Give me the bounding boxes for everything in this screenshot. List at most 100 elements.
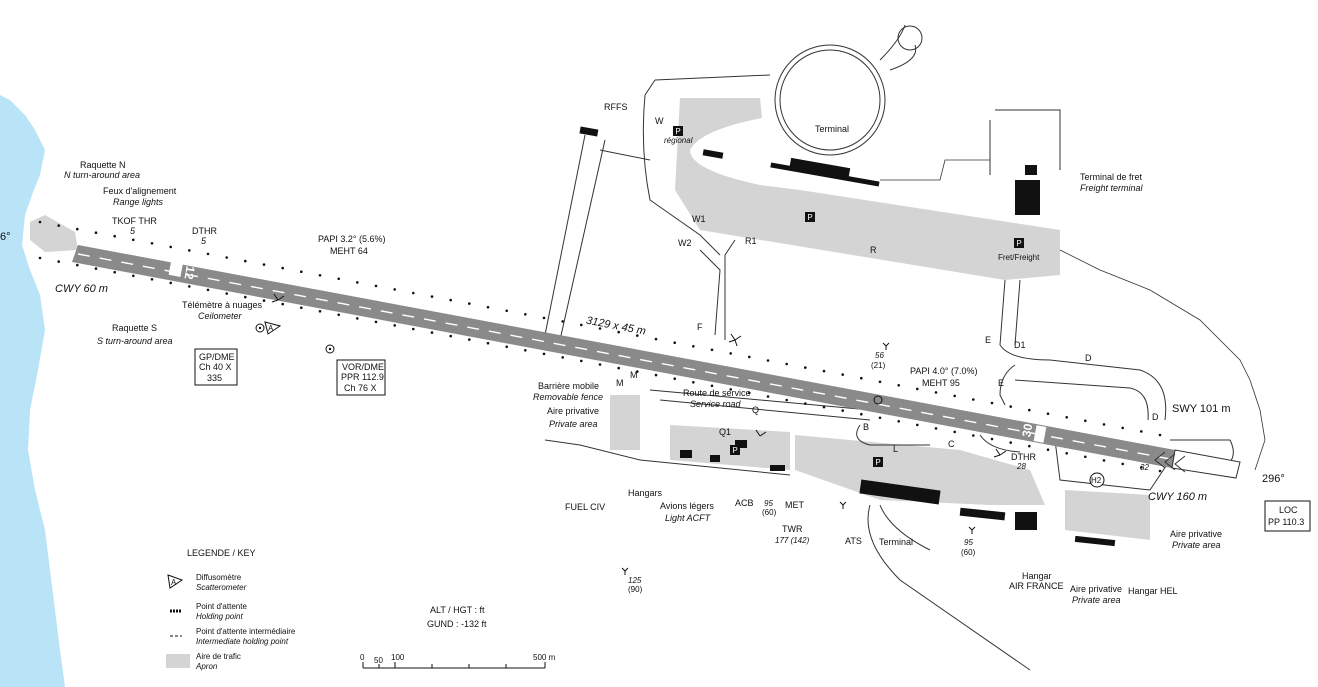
met: MET	[785, 500, 805, 510]
obst-95ab: (60)	[762, 508, 777, 517]
runway-edge-light	[337, 277, 341, 281]
runway-edge-light	[729, 352, 732, 355]
twy-w1: W1	[692, 214, 706, 224]
runway-edge-light	[430, 331, 434, 334]
twr: TWR	[782, 524, 803, 534]
runway-edge-light	[785, 362, 788, 366]
runway-edge-light	[916, 387, 919, 391]
heading-east: 296°	[1262, 473, 1285, 485]
obst-95b-sym	[968, 526, 976, 534]
runway-edge-light	[934, 427, 938, 430]
runway-edge-light	[878, 416, 882, 420]
runway-edge-light	[1102, 459, 1106, 462]
runway-edge-light	[486, 305, 490, 309]
rwy-12: 12	[181, 265, 197, 281]
barriere-en: Removable fence	[533, 392, 603, 402]
runway-edge-light	[860, 376, 863, 380]
runway-edge-light	[225, 292, 228, 295]
svg-text:50: 50	[374, 656, 383, 665]
runway-edge-light	[1046, 412, 1050, 416]
runway-edge-light	[150, 278, 154, 281]
legend-3-fr: Point d'attente intermédiaire	[196, 627, 296, 636]
runway-edge-light	[113, 270, 116, 274]
runway-edge-light	[393, 324, 397, 327]
runway-edge-light	[449, 334, 453, 338]
vor-dme-2: PPR 112.9	[341, 372, 384, 382]
route: Route de service	[683, 388, 751, 398]
east-apron	[1065, 490, 1150, 540]
obst-56-sym	[882, 342, 890, 350]
north-apron	[675, 98, 1060, 280]
cwy-west: CWY 60 m	[55, 283, 108, 295]
svg-text:500 m: 500 m	[533, 653, 556, 662]
raquette-s: Raquette S	[112, 323, 157, 333]
terminal-n: Terminal	[815, 124, 849, 134]
papi-w: PAPI 3.2° (5.6%)	[318, 234, 385, 244]
symbols	[271, 293, 1007, 575]
runway-edge-light	[262, 299, 266, 302]
dthr-w-val: 5	[201, 236, 207, 246]
runway-edge-light	[244, 295, 247, 299]
runway-edge-light	[94, 231, 98, 234]
runway-edge-light	[916, 423, 919, 427]
runway-edge-light	[206, 288, 210, 292]
svg-text:H2: H2	[1091, 476, 1102, 485]
terminal-ring	[774, 44, 886, 156]
sw-apron	[610, 395, 640, 450]
legend-2-en: Holding point	[196, 612, 243, 621]
papi-e-2: MEHT 95	[922, 378, 960, 388]
terminal-pier	[789, 157, 851, 178]
runway-edge-light	[860, 412, 863, 416]
p-ga	[730, 445, 740, 455]
runway-edge-light	[841, 373, 844, 376]
aire-priv-c-en: Private area	[1072, 595, 1121, 605]
gp-dme-1: GP/DME	[199, 352, 235, 362]
main-south-apron	[795, 435, 1045, 505]
runway-edge-light	[1084, 455, 1087, 459]
runway-edge-light	[1121, 462, 1124, 466]
runway-edge-light	[878, 380, 882, 384]
runway-edge-light	[524, 349, 527, 352]
runway-edge-light	[113, 234, 116, 238]
taxiways	[544, 24, 1234, 671]
svg-text:P: P	[732, 446, 737, 455]
obst-56: 56	[875, 351, 884, 360]
swy-chevrons	[1154, 451, 1186, 473]
svg-text:A: A	[171, 578, 177, 587]
avions: Avions légers	[660, 501, 714, 511]
runway-edge-light	[972, 398, 975, 401]
telemetre: Télémètre à nuages	[182, 300, 263, 310]
terminal-fret-en: Freight terminal	[1080, 183, 1144, 193]
hdg-32: 32	[1140, 463, 1149, 472]
runway-edge-light	[990, 401, 994, 405]
runway-edge-light	[1065, 416, 1068, 419]
runway-edge-light	[673, 377, 676, 381]
loc-2: PP 110.3	[1268, 517, 1304, 527]
runway-edge-light	[729, 388, 732, 391]
runway-edge-light	[412, 291, 415, 295]
runway-edge-light	[1158, 469, 1162, 473]
raquette-s-en: S turn-around area	[97, 336, 173, 346]
runway-edge-light	[766, 395, 770, 398]
runway-edge-light	[822, 405, 826, 409]
runway-edge-light	[1121, 426, 1124, 430]
gp-dme-2: Ch 40 X	[199, 362, 232, 372]
obst-95bb: (60)	[961, 548, 976, 557]
feux-en: Range lights	[113, 197, 164, 207]
twy-w: W	[655, 116, 664, 126]
notes: ALT / HGT : ft GUND : -132 ft	[427, 605, 487, 629]
twy-b: B	[863, 422, 869, 432]
hangar-hel: Hangar HEL	[1128, 586, 1178, 596]
twy-m1: M	[630, 370, 638, 380]
twy-m2: M	[616, 378, 624, 388]
legend-2-fr: Point d'attente	[196, 602, 247, 611]
threshold-bars-w	[168, 259, 184, 277]
runway-edge-light	[1102, 423, 1106, 426]
obst-95a: 95	[764, 499, 773, 508]
runway-edge-light	[1046, 448, 1050, 452]
runway-edge-light	[654, 373, 658, 377]
runway-edge-light	[1158, 433, 1162, 437]
runway-dim: 3129 x 45 m	[585, 315, 647, 338]
runway-edge-light	[76, 227, 79, 231]
